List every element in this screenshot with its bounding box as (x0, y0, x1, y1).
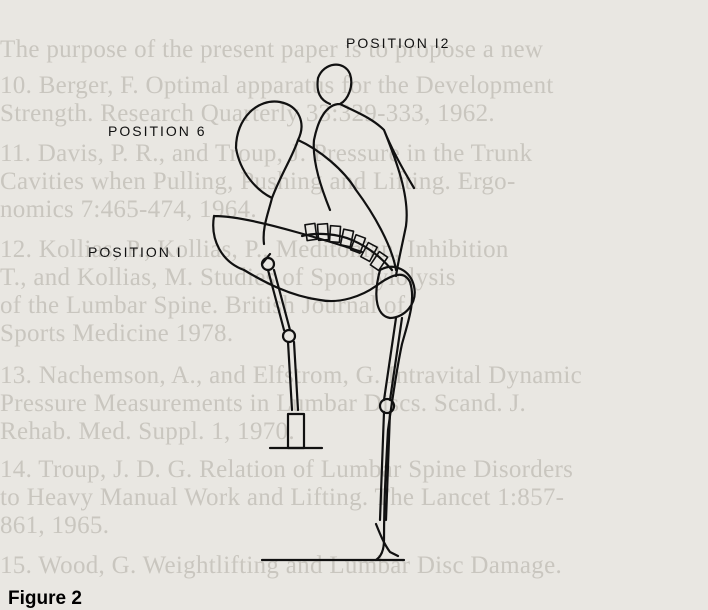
leg-bones (376, 318, 402, 556)
label-position-6: POSITION 6 (108, 123, 207, 139)
figure-position-1 (213, 216, 412, 560)
label-position-12: POSITION I2 (346, 35, 450, 51)
arm-bones (262, 254, 298, 410)
label-position-1: POSITION I (88, 244, 183, 260)
bar-handle (270, 414, 322, 448)
figure-title: Figure 2 (8, 588, 82, 610)
